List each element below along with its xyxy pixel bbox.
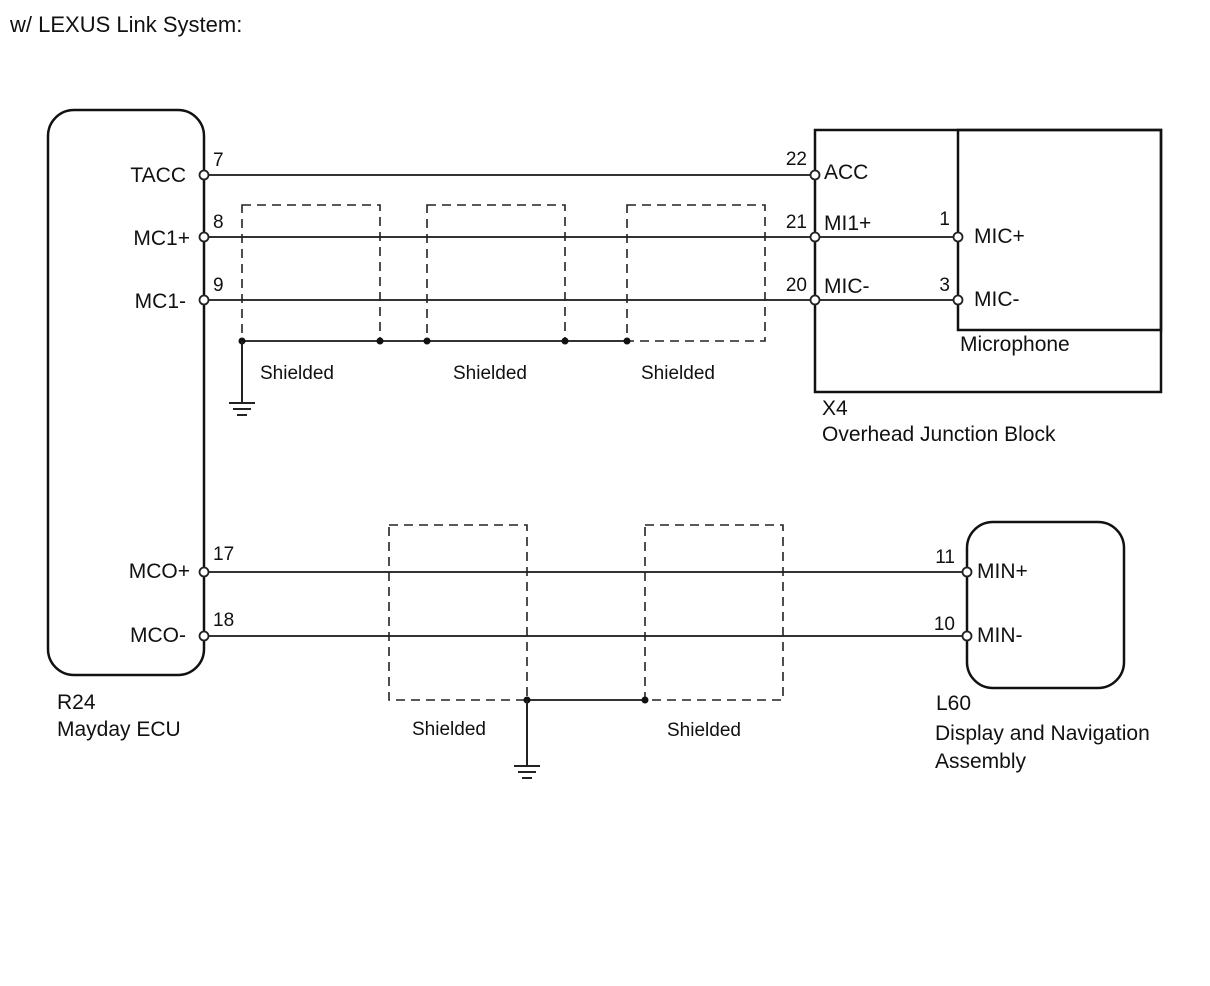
ecu-pin-label: MC1-: [135, 290, 186, 313]
splice-dot: [623, 337, 631, 345]
ecu-pin-label: TACC: [130, 164, 186, 187]
ecu-pin-label: MC1+: [133, 227, 190, 250]
ecu-pin-number: 8: [213, 212, 224, 233]
terminal: [198, 630, 210, 642]
microphone-pin-number: 3: [939, 275, 950, 296]
terminal: [961, 630, 973, 642]
ecu-code: R24: [57, 691, 96, 714]
shield-lower-2: [644, 524, 784, 701]
terminal: [198, 231, 210, 243]
terminal: [952, 231, 964, 243]
diagram-title: w/ LEXUS Link System:: [9, 12, 242, 37]
junction-pin-label: ACC: [824, 161, 868, 184]
display-pin-label: MIN-: [977, 624, 1023, 647]
ground-icon: [229, 341, 255, 416]
shield-label: Shielded: [412, 719, 486, 740]
display-pin-number: 10: [934, 614, 955, 635]
splice-dot: [641, 696, 649, 704]
shield-label: Shielded: [453, 363, 527, 384]
shield-label: Shielded: [667, 720, 741, 741]
terminal: [809, 294, 821, 306]
junction-name: Overhead Junction Block: [822, 423, 1056, 446]
ecu-pin-number: 18: [213, 610, 234, 631]
terminal: [809, 231, 821, 243]
microphone-pin-label: MIC+: [974, 225, 1025, 248]
display-name-line1: Display and Navigation: [935, 722, 1150, 745]
ecu-name: Mayday ECU: [57, 718, 181, 741]
shield-upper-2: [426, 204, 566, 342]
splice-dot: [561, 337, 569, 345]
ecu-pin-number: 9: [213, 275, 224, 296]
terminal: [961, 566, 973, 578]
display-code: L60: [936, 692, 971, 715]
display-name-line2: Assembly: [935, 750, 1027, 773]
ecu-pin-number: 7: [213, 150, 224, 171]
shield-lower-1: [388, 524, 528, 701]
junction-pin-number: 21: [786, 212, 807, 233]
junction-code: X4: [822, 397, 848, 420]
terminal: [198, 566, 210, 578]
shield-upper-1: [241, 204, 381, 342]
ecu-pin-number: 17: [213, 544, 234, 565]
shield-upper-3: [626, 204, 766, 342]
display-pin-number: 11: [935, 547, 955, 568]
ecu-box: [46, 108, 206, 677]
microphone-pin-label: MIC-: [974, 288, 1020, 311]
splice-dot: [376, 337, 384, 345]
microphone-pin-number: 1: [939, 209, 950, 230]
terminal: [809, 169, 821, 181]
terminal: [952, 294, 964, 306]
display-pin-label: MIN+: [977, 560, 1028, 583]
junction-pin-label: MI1+: [824, 212, 871, 235]
splice-dot: [423, 337, 431, 345]
ecu-pin-label: MCO-: [130, 624, 186, 647]
microphone-box: [956, 128, 1163, 332]
microphone-name: Microphone: [960, 333, 1070, 356]
junction-pin-number: 20: [786, 275, 807, 296]
ecu-pin-label: MCO+: [129, 560, 190, 583]
terminal: [198, 294, 210, 306]
junction-pin-label: MIC-: [824, 275, 870, 298]
shield-label: Shielded: [260, 363, 334, 384]
ground-icon: [514, 700, 540, 779]
terminal: [198, 169, 210, 181]
display-box: [965, 520, 1126, 690]
shield-label: Shielded: [641, 363, 715, 384]
junction-pin-number: 22: [786, 149, 807, 170]
